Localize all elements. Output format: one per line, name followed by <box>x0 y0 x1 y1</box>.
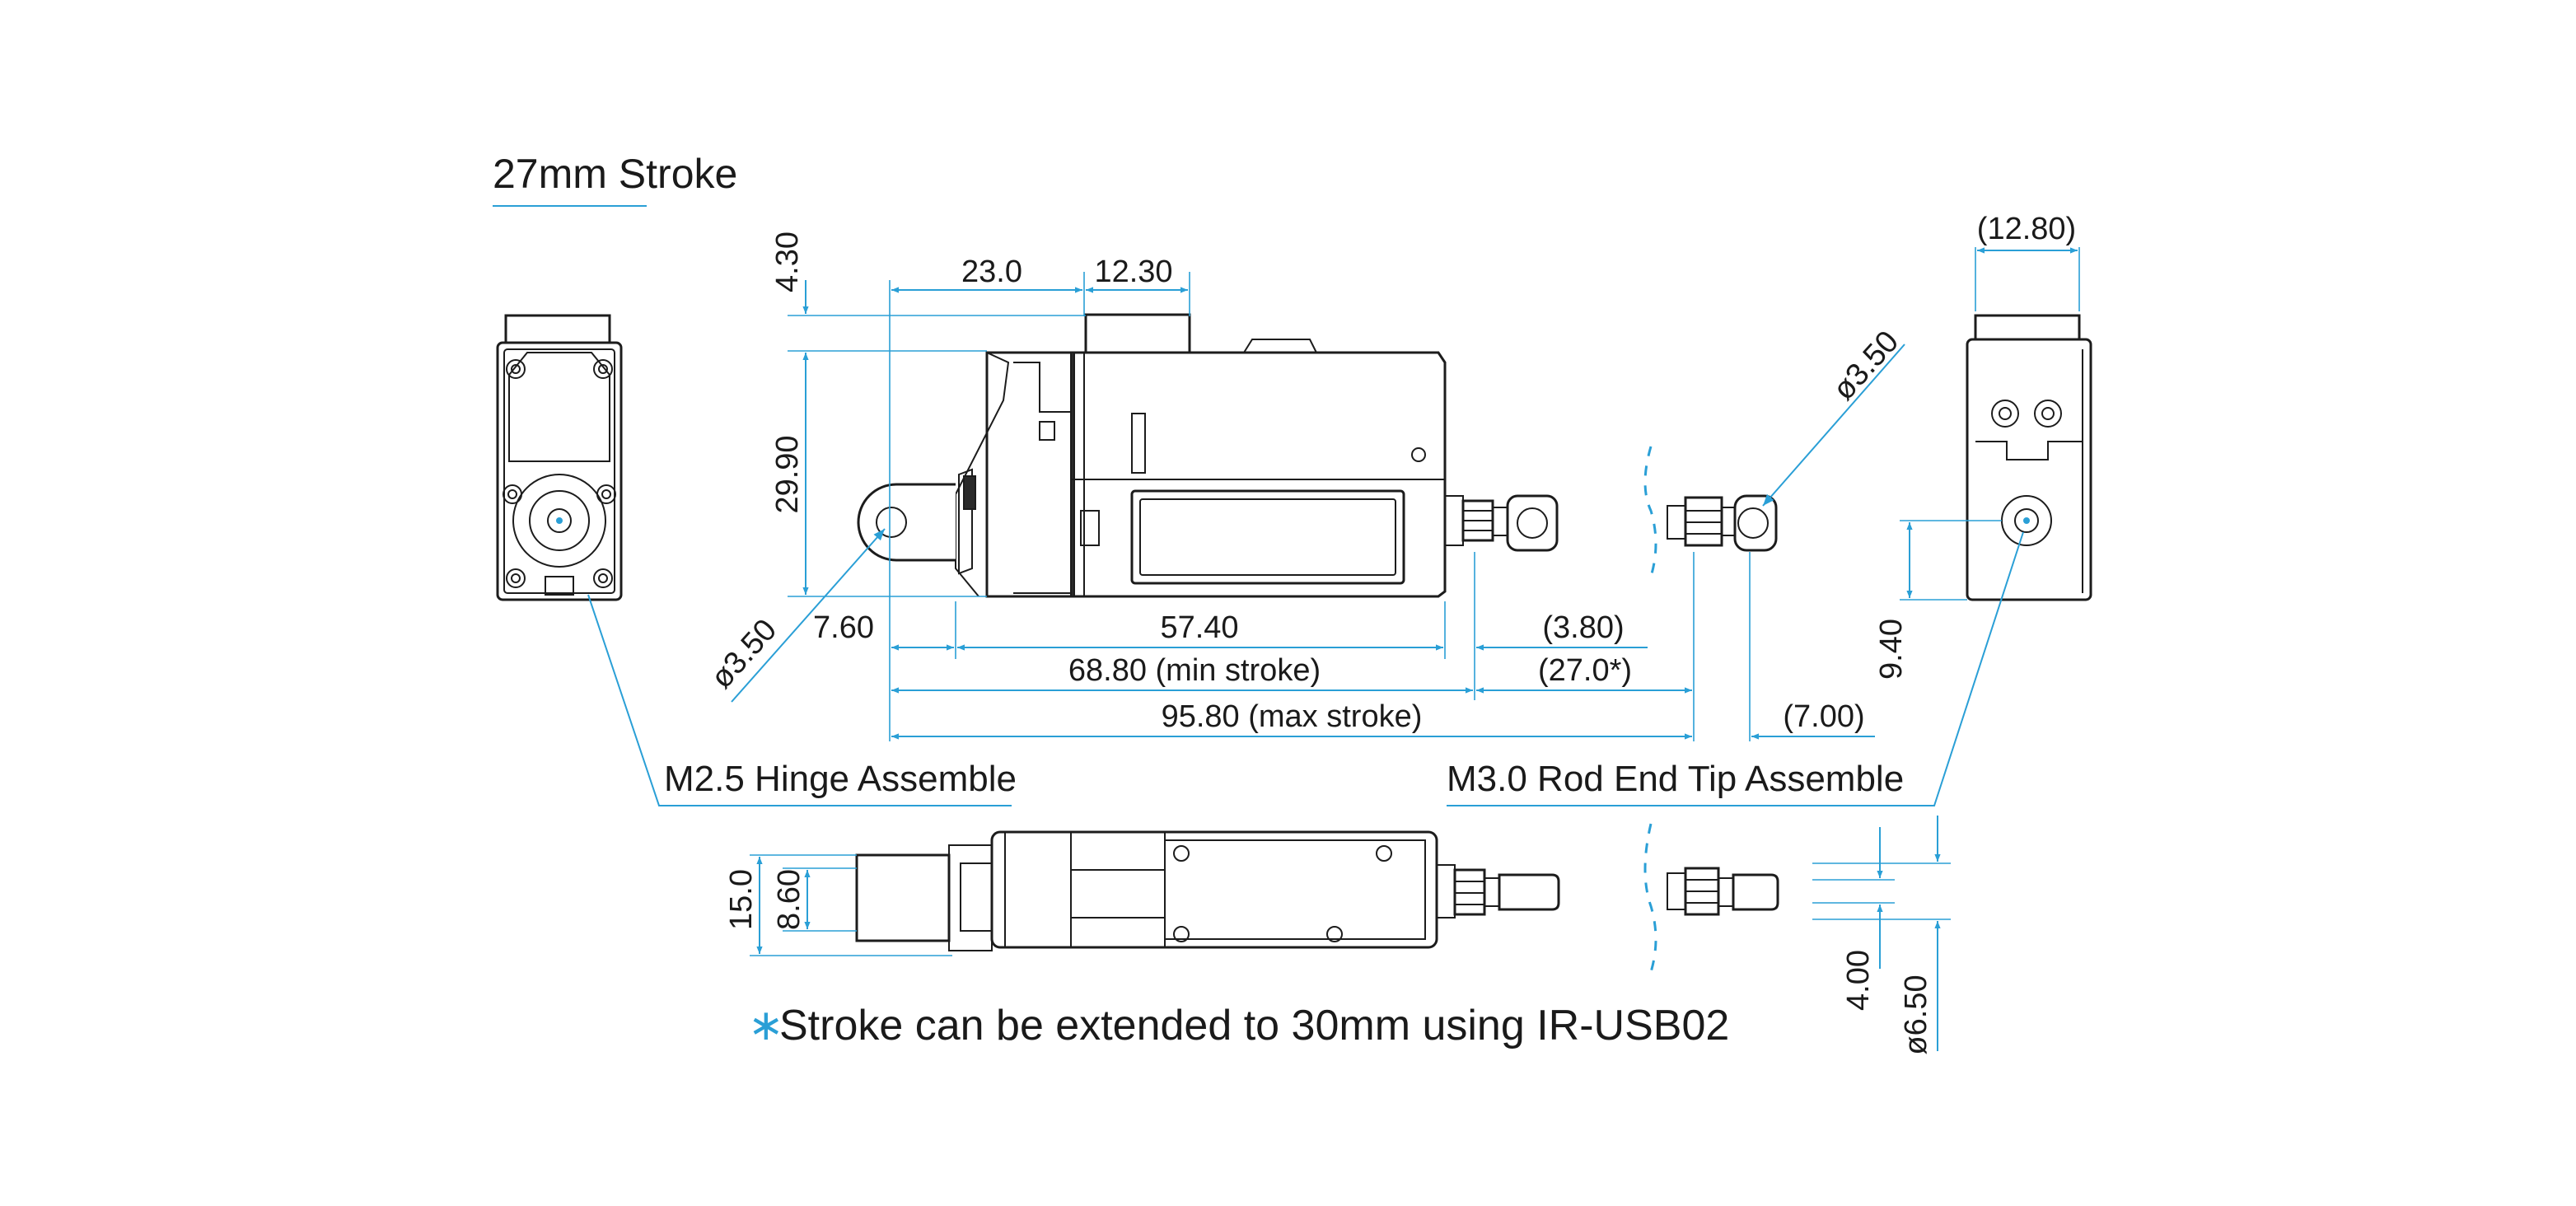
dim-len-12-30: 12.30 <box>1094 255 1172 289</box>
dim-top-height: 4.30 <box>770 231 805 292</box>
dim-min-stroke: 68.80 (min stroke) <box>1068 653 1321 688</box>
dim-stroke-27: (27.0*) <box>1538 653 1632 688</box>
dim-side-height: 9.40 <box>1874 619 1909 680</box>
label-hinge-assemble: M2.5 Hinge Assemble <box>664 759 1017 799</box>
dim-side-width: (12.80) <box>1977 212 2076 246</box>
extended-rod-view <box>1643 446 1778 577</box>
page-title: 27mm Stroke <box>493 151 737 197</box>
assembly-labels: M2.5 Hinge Assemble M3.0 Rod End Tip Ass… <box>664 759 1904 799</box>
dim-rod-6-50: ø6.50 <box>1899 975 1933 1054</box>
label-rod-end-assemble: M3.0 Rod End Tip Assemble <box>1447 759 1904 799</box>
left-end-view <box>496 314 623 601</box>
dim-bottom-15: 15.0 <box>724 869 759 930</box>
dimension-lines <box>587 247 2080 1051</box>
right-end-view <box>1966 314 2092 601</box>
dim-len-7-00: (7.00) <box>1783 699 1864 734</box>
dim-bottom-8-60: 8.60 <box>772 869 806 930</box>
dim-hole-left: ø3.50 <box>704 613 783 695</box>
main-side-view <box>857 313 1559 598</box>
asterisk-icon: ∗ <box>748 1002 784 1049</box>
dim-len-3-80: (3.80) <box>1542 610 1624 645</box>
dim-len-7-60: 7.60 <box>813 610 874 645</box>
dim-hole-right: ø3.50 <box>1826 325 1905 407</box>
footnote: ∗ Stroke can be extended to 30mm using I… <box>748 1002 1729 1049</box>
footnote-text: Stroke can be extended to 30mm using IR-… <box>779 1002 1729 1049</box>
bottom-view <box>855 823 1779 973</box>
dim-len-23: 23.0 <box>961 255 1022 289</box>
dim-len-57-40: 57.40 <box>1160 610 1238 645</box>
dim-rod-4-00: 4.00 <box>1841 950 1876 1011</box>
title-block: 27mm Stroke <box>493 151 737 207</box>
dim-body-height: 29.90 <box>770 435 805 513</box>
dim-max-stroke: 95.80 (max stroke) <box>1162 699 1423 734</box>
dimension-texts: 4.30 23.0 12.30 29.90 ø3.50 ø3.50 7.60 5… <box>704 212 2076 1055</box>
